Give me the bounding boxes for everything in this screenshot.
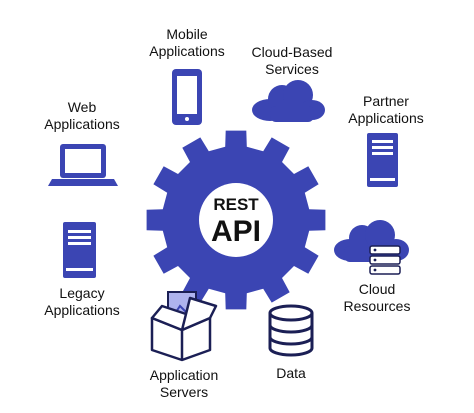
- cloud-server-icon: [334, 220, 409, 275]
- cloud-icon: [252, 80, 325, 122]
- label-data: Data: [276, 365, 306, 381]
- laptop-icon: [48, 144, 118, 186]
- database-icon: [268, 304, 314, 357]
- center-line1: REST: [213, 195, 259, 214]
- center-line2: API: [211, 215, 261, 248]
- gear-icon: [146, 130, 326, 310]
- open-box-icon: [150, 291, 218, 362]
- server-tower-icon-partner: [367, 133, 398, 187]
- server-tower-icon-legacy: [63, 222, 96, 278]
- smartphone-icon: [172, 69, 202, 125]
